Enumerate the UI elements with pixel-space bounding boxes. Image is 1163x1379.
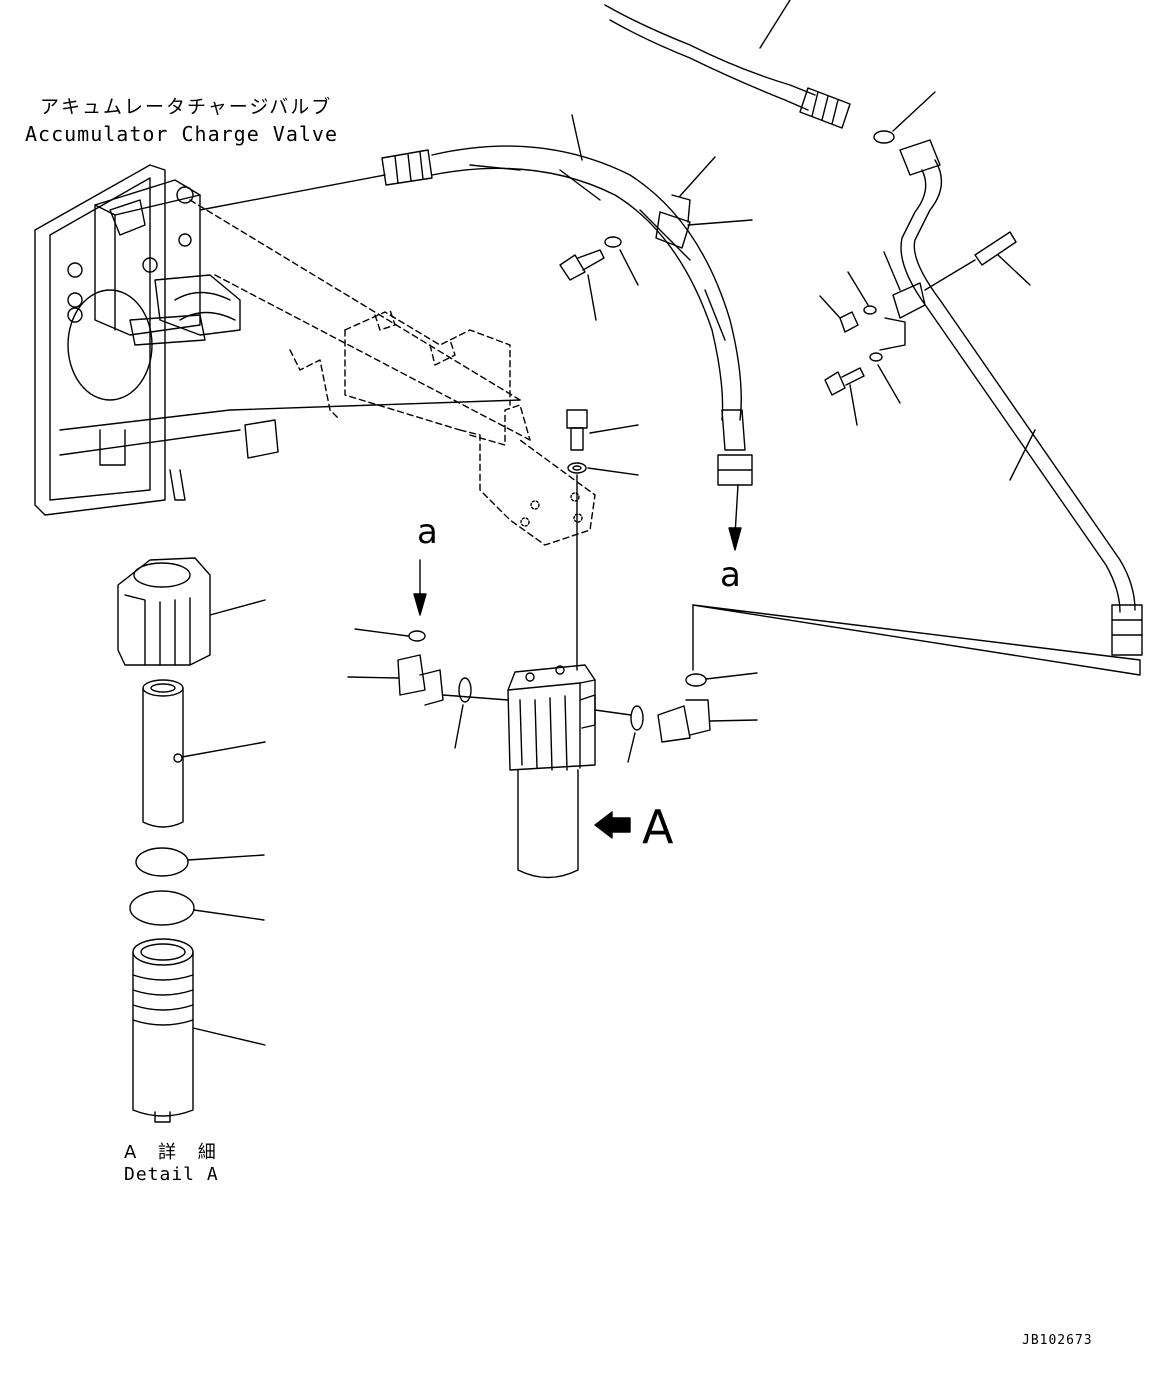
o-ring-detail-small xyxy=(135,847,189,877)
reference-mark-a-lower: a xyxy=(720,555,741,595)
o-ring-center-right xyxy=(630,705,644,731)
o-ring-right xyxy=(685,673,707,687)
elbow-fitting-right xyxy=(657,699,758,743)
filter-cap xyxy=(117,557,266,666)
right-tube xyxy=(899,139,1143,656)
arrow-right-icon xyxy=(594,811,631,839)
upper-hose xyxy=(604,0,851,129)
bolt-left xyxy=(559,236,639,321)
filter-bowl xyxy=(132,938,266,1123)
reference-mark-a-upper: a xyxy=(417,512,438,552)
detail-title-english: Detail A xyxy=(124,1164,219,1185)
o-ring-top xyxy=(873,130,895,144)
filter-element xyxy=(142,679,266,828)
accumulator-charge-valve xyxy=(34,164,521,516)
filter-assembly xyxy=(507,664,596,879)
valve-title-english: Accumulator Charge Valve xyxy=(25,122,338,146)
drawing-number: JB102673 xyxy=(1022,1333,1093,1348)
hose-clamp xyxy=(655,156,753,249)
frame-bracket xyxy=(189,199,596,546)
elbow-fitting-left xyxy=(347,654,444,706)
view-mark-A: A xyxy=(642,800,674,854)
main-hose xyxy=(199,114,753,551)
o-ring-detail-large xyxy=(129,890,195,926)
valve-title-japanese: アキュムレータチャージバルブ xyxy=(40,96,333,118)
bolt-center xyxy=(566,409,639,671)
o-ring-left xyxy=(408,630,426,642)
bolt-cluster-right xyxy=(819,231,1031,426)
detail-title-japanese: A 詳 細 xyxy=(124,1142,224,1163)
o-ring-center-left xyxy=(458,677,472,703)
